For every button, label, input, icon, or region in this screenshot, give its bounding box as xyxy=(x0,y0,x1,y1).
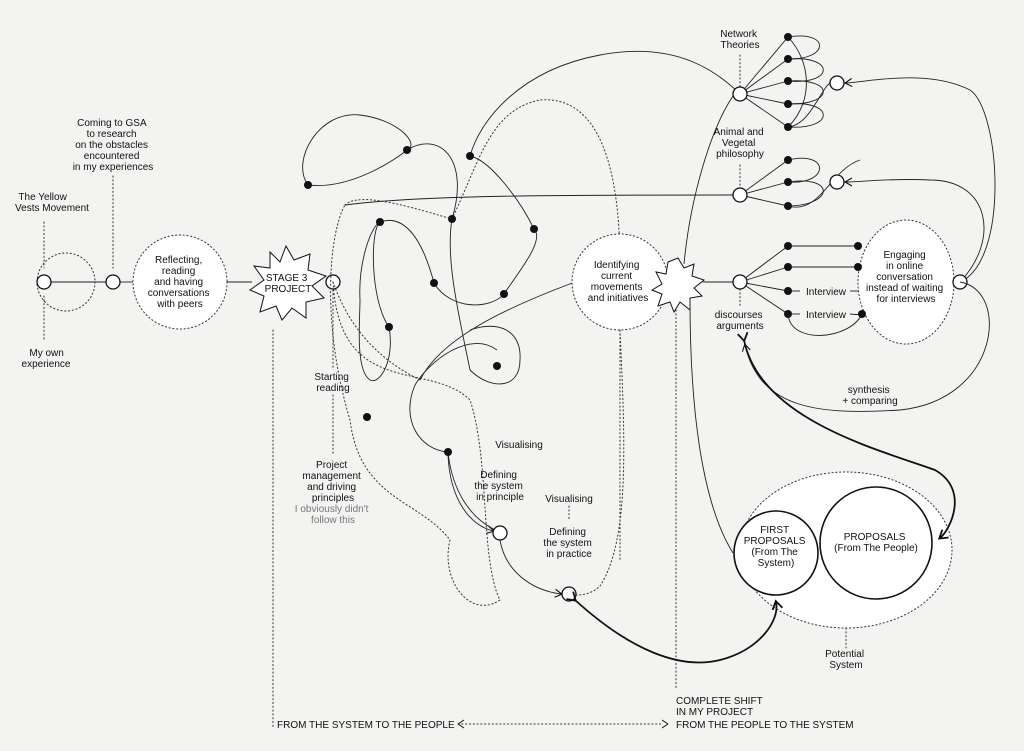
line-shift-animal xyxy=(344,194,734,206)
loop-dotted-bottom xyxy=(568,329,625,596)
label-reflecting: Reflecting, reading and having conversat… xyxy=(148,255,212,310)
black-dot xyxy=(784,287,792,295)
loop-solid-right xyxy=(379,155,538,306)
loop-dotted-vis xyxy=(332,281,421,381)
label-engaging: Engaging in online conversation instead … xyxy=(866,250,946,305)
animal-fan xyxy=(739,157,861,208)
label-visualising-2: Visualising xyxy=(545,494,593,505)
thick-arrow-practice-first xyxy=(566,591,784,664)
arrow-identifying-to-vis xyxy=(419,281,576,381)
black-dot xyxy=(784,55,792,63)
label-coming-gsa: Coming to GSA to research on the obstacl… xyxy=(73,118,154,173)
label-interview-1: Interview xyxy=(806,287,847,298)
network-out-node xyxy=(829,75,845,91)
arrow-vis-principle xyxy=(447,454,496,534)
arrow-right-head xyxy=(661,719,669,729)
black-dot xyxy=(444,448,452,456)
label-yellow-vests: The Yellow Vests Movement xyxy=(15,192,89,214)
loop-solid-big xyxy=(406,143,521,385)
label-potential-system: Potential System xyxy=(825,649,867,671)
black-dot xyxy=(448,215,456,223)
black-dot xyxy=(500,290,508,298)
black-dot xyxy=(430,279,438,287)
black-dot xyxy=(784,100,792,108)
discourses-node xyxy=(732,274,748,290)
label-first-proposals: FIRST PROPOSALS (From The System) xyxy=(744,525,808,569)
black-dot xyxy=(784,178,792,186)
arrow-principle-practice xyxy=(499,539,564,598)
black-dot xyxy=(363,413,371,421)
label-not-followed: I obviously didn't follow this xyxy=(295,504,371,526)
black-dot xyxy=(784,202,792,210)
label-defining-practice: Defining the system in practice xyxy=(543,527,594,560)
loop-solid-s xyxy=(358,221,391,382)
line-network-to-right xyxy=(843,77,996,283)
black-dot xyxy=(493,362,501,370)
black-dot xyxy=(858,310,866,318)
black-dot xyxy=(385,323,393,331)
reflecting-circle xyxy=(132,234,228,330)
loop-solid-network xyxy=(469,50,741,157)
label-own-experience: My own experience xyxy=(22,348,71,370)
label-from-system: FROM THE SYSTEM TO THE PEOPLE xyxy=(277,720,455,731)
stage3-starburst xyxy=(248,244,328,321)
network-fan xyxy=(739,35,831,128)
black-dot xyxy=(784,33,792,41)
thick-arrow-proposals-discourses xyxy=(737,331,956,540)
black-dot xyxy=(854,263,862,271)
label-starting-reading: Starting reading xyxy=(314,372,351,394)
shift-starburst xyxy=(650,257,706,314)
principle-node xyxy=(492,525,508,541)
black-dot xyxy=(530,225,538,233)
label-animal-vegetal: Animal and Vegetal philosophy xyxy=(714,127,767,160)
label-project-management: Project management and driving principle… xyxy=(302,460,363,504)
label-identifying: Identifying current movements and initia… xyxy=(588,260,649,304)
label-visualising-1: Visualising xyxy=(495,440,543,451)
line-animal-to-right xyxy=(843,177,985,283)
loop-solid-top-left xyxy=(302,114,412,186)
gsa-node xyxy=(105,274,121,290)
black-dot xyxy=(784,263,792,271)
black-dot xyxy=(304,181,312,189)
loop-dotted-top xyxy=(344,99,621,266)
label-synthesis: synthesis + comparing xyxy=(842,385,897,407)
label-proposals-people: PROPOSALS (From The People) xyxy=(834,532,918,554)
network-node xyxy=(732,86,748,102)
loop-dotted-left xyxy=(330,204,501,606)
label-network-theories: Network Theories xyxy=(720,29,759,51)
black-dot xyxy=(784,156,792,164)
label-interview-2: Interview xyxy=(806,310,847,321)
animal-out-node xyxy=(829,174,845,190)
line-shift-network xyxy=(683,95,734,265)
black-dot xyxy=(784,123,792,131)
black-dot xyxy=(466,152,474,160)
arrow-left-head xyxy=(457,719,465,729)
experience-node xyxy=(36,274,52,290)
discourses-fan xyxy=(739,245,863,315)
label-stage3: STAGE 3 PROJECT xyxy=(265,273,312,295)
label-defining-principle: Defining the system in principle xyxy=(474,470,525,503)
black-dot xyxy=(854,242,862,250)
label-from-people: FROM THE PEOPLE TO THE SYSTEM xyxy=(676,720,854,731)
black-dot xyxy=(403,146,411,154)
black-dot xyxy=(784,242,792,250)
line-first-proposals xyxy=(689,299,734,554)
animal-node xyxy=(732,187,748,203)
practice-node xyxy=(561,586,577,602)
label-complete-shift: COMPLETE SHIFT IN MY PROJECT xyxy=(676,696,765,718)
label-discourses: discourses arguments xyxy=(715,310,766,332)
black-dot xyxy=(376,218,384,226)
black-dot xyxy=(784,77,792,85)
loop-solid-vis xyxy=(409,343,501,533)
